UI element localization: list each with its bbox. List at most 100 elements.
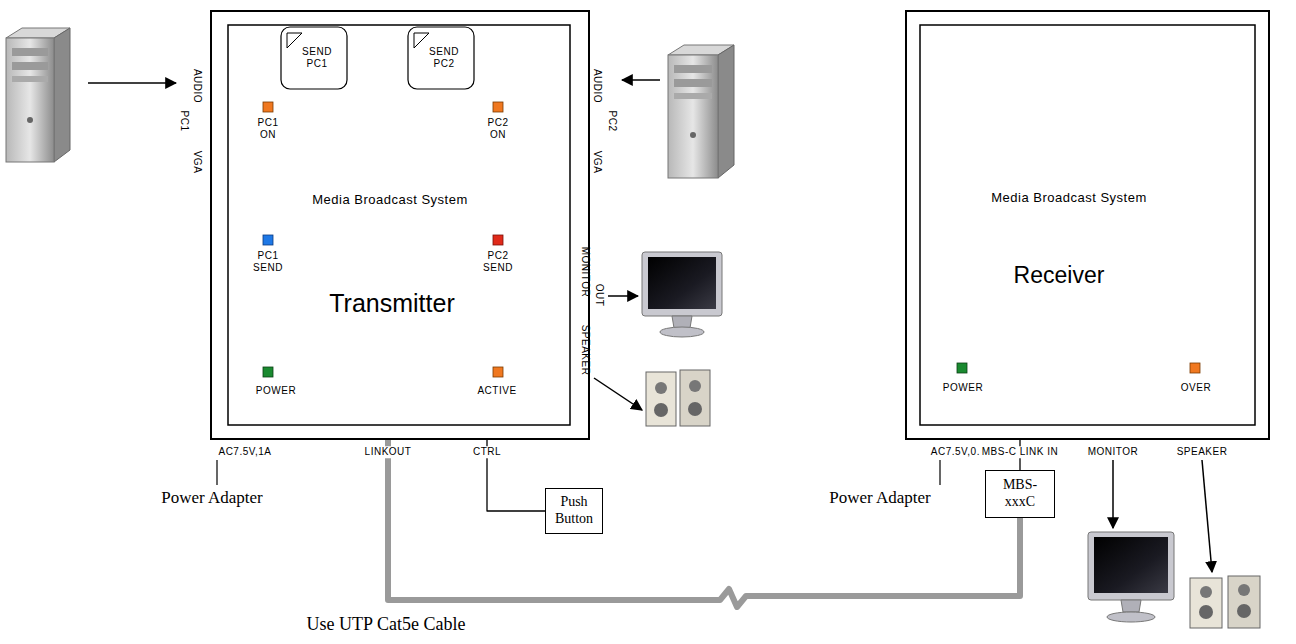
button-body [281,27,347,89]
drawing-part [12,48,48,56]
drawing-part [1199,605,1213,619]
send-button: SEND PC1 [280,26,348,90]
port-label: MONITOR [579,247,591,298]
inner-frame [920,25,1255,425]
led-label: SPEAKER [1175,446,1230,458]
led-label: LINKOUT [363,446,414,458]
lcd-monitor [1088,532,1174,622]
drawing-part [1121,600,1141,612]
drawing-part [608,295,638,297]
led-label: AC7.5V,1A [218,446,271,458]
drawing-part [642,252,722,316]
drawing-part [263,102,273,112]
drawing-part [674,79,712,87]
pc-tower [6,28,70,162]
drawing-part [1238,584,1250,596]
button-corner-mark [287,33,302,48]
drawing-part [718,45,734,178]
port-label: PC1 [178,111,190,132]
inner-frame [228,25,570,425]
port-label: OUT [593,284,605,307]
node-text: SEND PC1 [294,46,334,70]
drawing-part [939,460,940,485]
drawing-part [1088,532,1174,600]
node-text: Media Broadcast System [991,190,1147,206]
drawing-part [493,367,503,377]
drawing-part [660,327,704,337]
drawing-part [654,403,668,417]
drawing-part [688,402,702,416]
drawing-part [1190,363,1200,373]
led-label: PC1 ON [250,117,286,140]
lcd-monitor [642,252,722,337]
utp-cable [388,440,1020,607]
led-label: POWER [256,385,296,397]
port-label: VGA [191,151,203,174]
node-text: Push Button [551,494,597,528]
unit-title: Transmitter [329,288,454,318]
speakers [646,370,710,426]
drawing-part [594,378,642,410]
button-corner-mark [414,33,429,48]
drawing-part [263,367,273,377]
speakers [1190,576,1260,628]
drawing-part [12,76,48,82]
adapter-label: Power Adapter [829,488,931,508]
drawing-part [1200,586,1212,598]
cable-label: Use UTP Cat5e Cable [307,614,466,635]
drawing-part [27,117,33,123]
drawing-part [88,82,176,84]
node-text: MBS-xxxC [997,477,1043,511]
drawing-part [622,79,660,81]
drawing-part [54,28,70,162]
drawing-part [493,235,503,245]
node-text: Media Broadcast System [312,192,468,208]
led-label: POWER [943,382,983,394]
leader-lines [217,460,940,485]
port-label: AUDIO [191,69,203,103]
led-label: PC1 SEND [250,250,286,273]
drawing-part [1107,612,1155,622]
led-label: PC2 ON [480,117,516,140]
drawing-part [216,460,217,485]
port-label: SPEAKER [579,325,591,376]
drawing-part [493,102,503,112]
drawing-part [680,370,710,426]
node-text: SEND PC2 [421,46,461,70]
drawing-part [957,363,967,373]
led-label: MONITOR [1086,446,1141,458]
drawing-part [263,235,273,245]
drawing-part [646,372,676,426]
led-label: OVER [1181,382,1211,394]
drawing-part [1237,604,1251,618]
led-label: CTRL [471,446,503,458]
port-label: PC2 [606,111,618,132]
receiver-unit: Media Broadcast SystemReceiver [905,10,1270,440]
drawing-part [668,55,718,178]
adapter-label: Power Adapter [161,488,263,508]
port-label: VGA [591,151,603,174]
drawing-part [1094,537,1168,593]
pc-tower [668,45,734,178]
drawing-part [1112,460,1114,528]
send-button: SEND PC2 [407,26,475,90]
button-body [408,27,474,89]
unit-title: Receiver [1014,262,1105,290]
drawing-part [12,62,48,70]
drawing-part [1202,460,1212,572]
port-label: AUDIO [591,69,603,103]
drawing-part [672,316,692,328]
drawing-part [648,257,716,309]
led-label: PC2 SEND [480,250,516,273]
transmitter-unit: Media Broadcast SystemTransmitter SEND PC… [210,10,590,440]
drawing-part [674,93,712,99]
signal-arrows [88,80,1212,572]
push-button-box: Push Button [545,488,603,534]
drawing-part [1228,576,1260,628]
drawing-part [6,38,54,162]
led-label: ACTIVE [477,385,516,397]
led-label: MBS-C LINK IN [980,446,1061,458]
drawing-part [1190,578,1222,628]
drawing-part [655,382,667,394]
